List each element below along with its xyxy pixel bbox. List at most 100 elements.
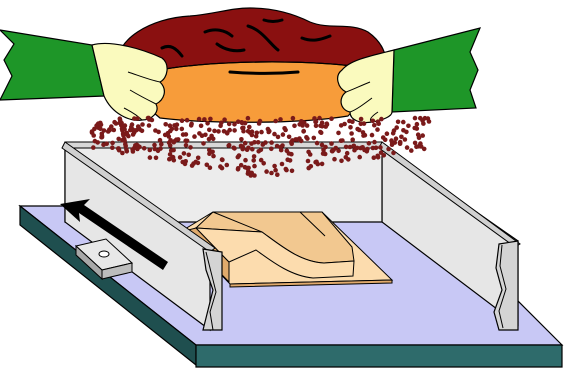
sand-grain [394, 136, 399, 141]
sand-grain [188, 145, 193, 150]
sand-grain [186, 153, 191, 158]
sand-grain [340, 138, 345, 143]
sand-grain [349, 131, 354, 136]
sand-grain [289, 141, 294, 146]
sand-grain [421, 121, 426, 126]
sand-grain [256, 140, 261, 145]
sand-grain [261, 161, 266, 166]
sand-grain [196, 161, 201, 166]
sand-grain [189, 123, 194, 128]
sand-grain [207, 137, 212, 142]
sand-grain [282, 126, 287, 131]
sand-grain [218, 164, 223, 169]
sand-grain [246, 129, 251, 134]
sand-grain [344, 145, 349, 150]
sand-grain [250, 133, 255, 138]
sand-grain [320, 120, 325, 125]
sand-grain [345, 151, 350, 156]
sand-grain [246, 169, 251, 174]
sand-grain [163, 122, 168, 127]
sand-grain [210, 150, 215, 155]
sand-grain [372, 140, 377, 145]
left-sleeve [0, 30, 104, 100]
sand-grain [299, 139, 304, 144]
sand-grain [360, 145, 365, 150]
sand-grain [240, 147, 245, 152]
sand-grain [170, 127, 175, 132]
sand-grain [199, 124, 204, 129]
sand-grain [232, 122, 237, 127]
sand-grain [374, 146, 379, 151]
sand-grain [372, 123, 377, 128]
sand-grain [183, 162, 188, 167]
sand-grain [254, 134, 259, 139]
sand-grain [148, 155, 153, 160]
left-hand [92, 43, 167, 120]
sand-grain [361, 133, 366, 138]
sand-grain [344, 155, 349, 160]
sand-grain [91, 133, 96, 138]
sand-grain [246, 116, 251, 121]
sand-grain [259, 130, 264, 135]
sand-grain [180, 118, 185, 123]
sand-grain [154, 156, 159, 161]
sand-grain [147, 123, 152, 128]
sand-grain [122, 127, 127, 132]
sand-grain [125, 149, 130, 154]
sand-grain [378, 145, 383, 150]
sand-grain [350, 119, 355, 124]
sand-grain [184, 143, 189, 148]
sand-grain [203, 133, 208, 138]
sand-grain [348, 125, 353, 130]
sand-grain [159, 142, 164, 147]
sand-grain [329, 116, 334, 121]
sand-grain [412, 126, 417, 131]
sand-grain [266, 127, 271, 132]
sand-grain [131, 127, 136, 132]
sand-grain [367, 141, 372, 146]
sand-grain [315, 141, 320, 146]
sand-grain [417, 135, 422, 140]
sand-grain [147, 116, 152, 121]
sand-grain [259, 148, 264, 153]
sand-grain [263, 140, 268, 145]
sand-grain [236, 167, 241, 172]
sand-grain [272, 132, 277, 137]
sand-grain [101, 142, 106, 147]
sand-grain [250, 147, 255, 152]
sand-grain [306, 159, 311, 164]
sand-grain [269, 171, 274, 176]
sand-grain [243, 141, 248, 146]
sand-grain [252, 173, 257, 178]
sand-grain [339, 159, 344, 164]
sand-grain [320, 162, 325, 167]
sand-grain [320, 143, 325, 148]
sand-grain [178, 155, 183, 160]
sand-grain [314, 120, 319, 125]
sand-grain [202, 117, 207, 122]
sand-grain [148, 148, 153, 153]
sand-grain [170, 156, 175, 161]
sand-grain [232, 128, 237, 133]
sand-grain [413, 141, 418, 146]
sand-grain [120, 151, 125, 156]
sand-grain [372, 155, 377, 160]
sand-grain [275, 144, 280, 149]
sand-grain [192, 134, 197, 139]
sand-grain [287, 135, 292, 140]
sand-grain [409, 148, 414, 153]
sand-grain [362, 121, 367, 126]
sand-grain [197, 131, 202, 136]
sand-grain [197, 117, 202, 122]
sand-grain [308, 152, 313, 157]
sand-grain [110, 145, 115, 150]
sand-grain [132, 116, 137, 121]
sand-grain [130, 147, 135, 152]
sand-grain [153, 147, 158, 152]
sand-grain [399, 135, 404, 140]
sand-grain [180, 127, 185, 132]
sand-grain [227, 143, 232, 148]
sand-grain [168, 138, 173, 143]
sand-grain [314, 124, 319, 129]
